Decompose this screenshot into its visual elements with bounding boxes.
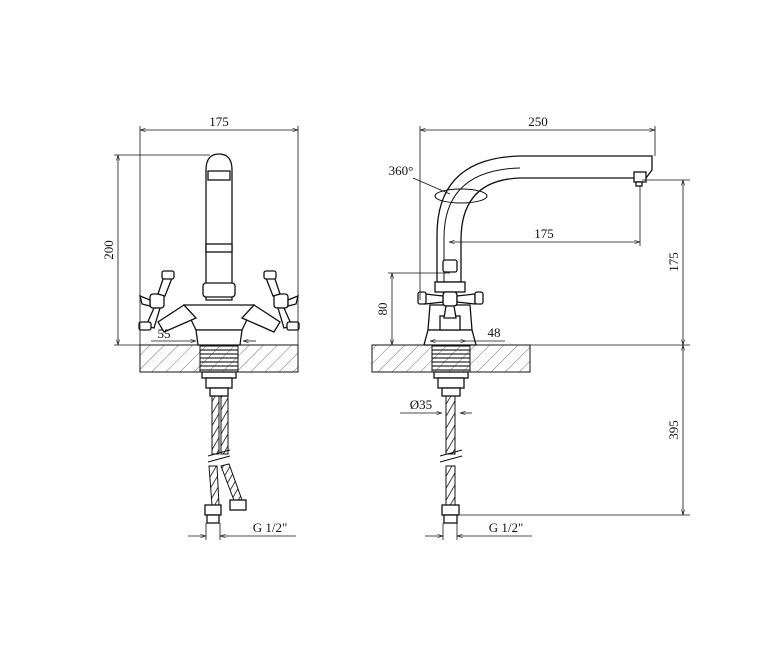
- side-mount-nut: [433, 371, 469, 397]
- side-spout-height-label: 175: [666, 252, 681, 272]
- front-left-handle: [138, 270, 175, 331]
- side-spout: [434, 155, 653, 283]
- side-spout-reach-label: 175: [534, 226, 554, 241]
- side-hose: [439, 395, 463, 524]
- side-worktop: [371, 344, 531, 373]
- side-base-width-label: 48: [488, 325, 501, 340]
- front-base: [157, 304, 281, 346]
- side-diameter-label: Ø35: [410, 397, 432, 412]
- side-handle-height-label: 80: [375, 303, 390, 316]
- front-thread-label: G 1/2": [253, 520, 288, 535]
- front-worktop: [139, 344, 299, 373]
- side-reach-label: 250: [528, 114, 548, 129]
- front-height-label: 200: [101, 240, 116, 260]
- side-handle: [417, 291, 484, 319]
- side-dimensions: 250 360° 175 175 80 48: [375, 114, 690, 540]
- side-thread-label: G 1/2": [489, 520, 524, 535]
- front-hoses: [204, 395, 247, 524]
- side-view: 250 360° 175 175 80 48: [371, 114, 690, 540]
- side-hose-length-label: 395: [666, 420, 681, 440]
- front-right-handle: [263, 270, 300, 331]
- front-dimensions: 175 200 55 G 1/2": [101, 114, 299, 540]
- front-view: 175 200 55 G 1/2": [101, 114, 300, 540]
- front-mount-nut: [201, 371, 237, 397]
- front-spacing-label: 55: [158, 326, 171, 341]
- front-width-label: 175: [209, 114, 229, 129]
- side-rotation-label: 360°: [389, 163, 414, 178]
- front-spout: [202, 153, 236, 301]
